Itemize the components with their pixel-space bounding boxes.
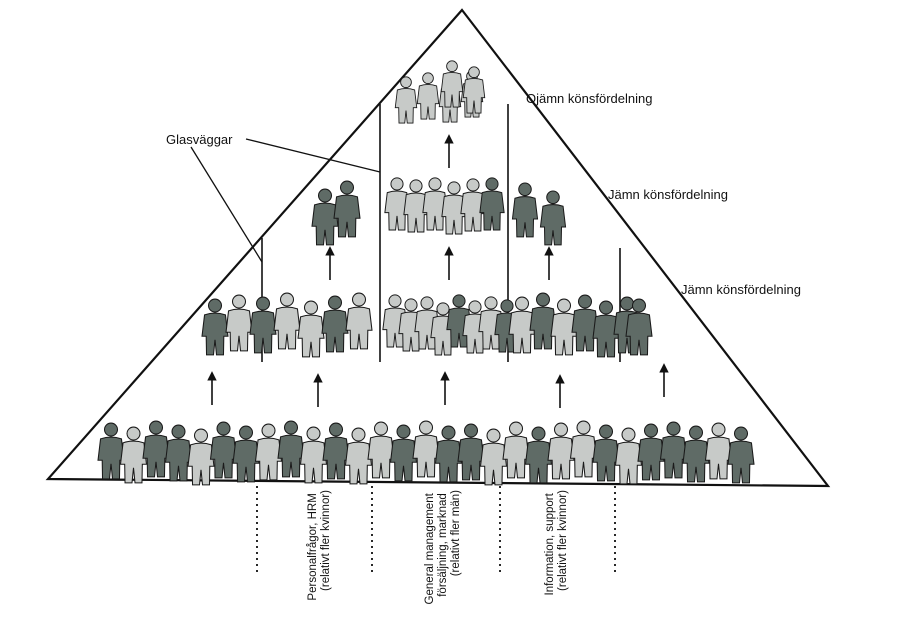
man-figure-icon	[637, 423, 665, 481]
woman-figure-icon	[119, 426, 148, 484]
woman-figure-icon	[273, 292, 301, 350]
svg-text:General management försä: General management försäljning, marknad …	[424, 490, 462, 605]
column-label-line: (relativt fler män)	[450, 490, 462, 576]
people-figures-group	[97, 60, 755, 486]
man-figure-icon	[333, 180, 361, 238]
column-label-information-support: Information, support (relativt fler kvin…	[544, 490, 569, 596]
man-figure-icon	[277, 420, 305, 478]
man-figure-icon	[571, 294, 599, 352]
woman-figure-icon	[345, 292, 373, 350]
man-figure-icon	[209, 421, 238, 479]
man-figure-icon	[389, 424, 418, 482]
man-figure-icon	[727, 426, 755, 484]
woman-figure-icon	[299, 426, 328, 484]
man-figure-icon	[142, 420, 170, 478]
glass-walls-pointer-line	[245, 138, 381, 173]
man-figure-icon	[524, 426, 553, 484]
man-figure-icon	[321, 295, 349, 353]
pyramid-outline	[45, 8, 831, 488]
glass-walls-label: Glasväggar	[166, 132, 233, 147]
glass-walls-pointer-line	[190, 146, 263, 263]
woman-figure-icon	[412, 420, 440, 478]
man-figure-icon	[539, 190, 567, 246]
man-figure-icon	[249, 296, 277, 354]
column-label-line: (relativt fler kvinnor)	[320, 490, 332, 591]
man-figure-icon	[659, 421, 688, 479]
man-figure-icon	[164, 424, 193, 482]
tier-label-top: Ojämn könsfördelning	[526, 91, 652, 106]
man-figure-icon	[479, 177, 505, 231]
woman-figure-icon	[225, 294, 253, 352]
woman-figure-icon	[367, 421, 395, 479]
column-label-line: (relativt fler kvinnor)	[557, 490, 569, 591]
column-label-line: General management	[424, 492, 436, 604]
woman-figure-icon	[297, 300, 325, 358]
woman-figure-icon	[416, 72, 440, 120]
man-figure-icon	[529, 292, 557, 350]
woman-figure-icon	[254, 423, 283, 481]
woman-figure-icon	[187, 428, 215, 486]
woman-figure-icon	[344, 427, 373, 485]
tier-label-middle: Jämn könsfördelning	[608, 187, 728, 202]
column-label-line: försäljning, marknad	[437, 493, 449, 597]
woman-figure-icon	[704, 422, 733, 480]
man-figure-icon	[201, 298, 229, 356]
column-label-line: Personalfrågor, HRM	[307, 493, 319, 600]
man-figure-icon	[97, 422, 125, 480]
svg-text:Information, support (re: Information, support (relativt fler kvin…	[544, 490, 569, 596]
man-figure-icon	[592, 424, 620, 482]
woman-figure-icon	[547, 422, 575, 480]
column-label-hrm: Personalfrågor, HRM (relativt fler kvinn…	[307, 490, 332, 601]
svg-text:Personalfrågor, HRM (rel: Personalfrågor, HRM (relativt fler kvinn…	[307, 490, 332, 601]
tier-label-bottom: Jämn könsfördelning	[681, 282, 801, 297]
woman-figure-icon	[569, 420, 598, 478]
man-figure-icon	[457, 423, 485, 481]
woman-figure-icon	[614, 427, 643, 485]
man-figure-icon	[232, 425, 260, 483]
woman-figure-icon	[502, 421, 530, 479]
man-figure-icon	[511, 182, 539, 238]
column-label-general-management: General management försäljning, marknad …	[424, 490, 462, 605]
column-label-line: Information, support	[544, 492, 556, 595]
woman-figure-icon	[394, 76, 418, 124]
man-figure-icon	[322, 422, 350, 480]
woman-figure-icon	[479, 428, 508, 486]
man-figure-icon	[682, 425, 710, 483]
man-figure-icon	[434, 425, 463, 483]
